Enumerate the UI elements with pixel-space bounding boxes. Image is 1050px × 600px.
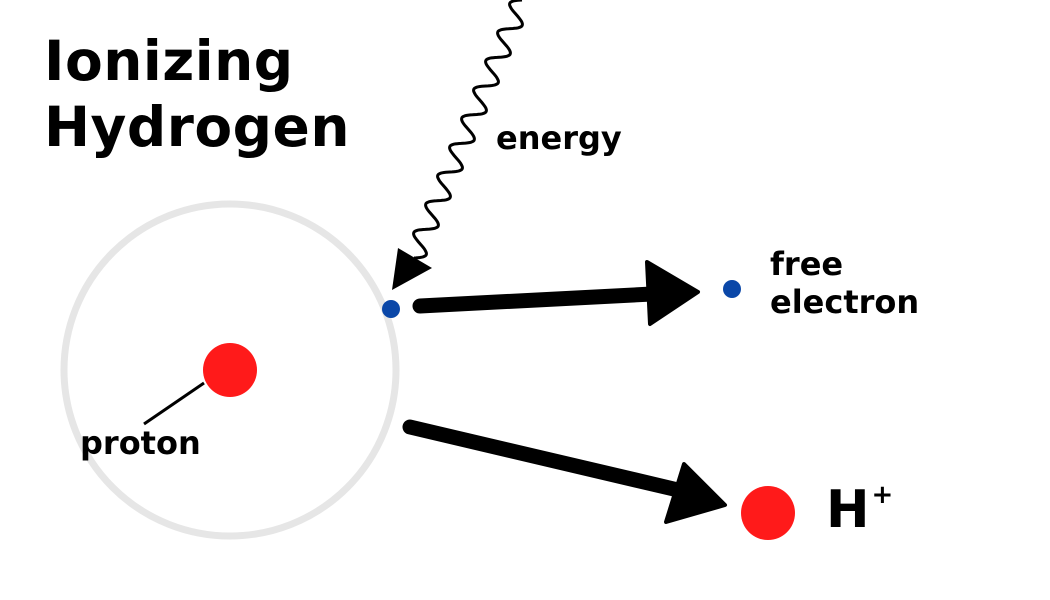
electron-orbit	[60, 200, 400, 540]
electron-arrow	[412, 286, 660, 314]
energy-label: energy	[496, 119, 622, 157]
ion-symbol: H	[826, 480, 870, 540]
ion-arrow	[402, 419, 686, 498]
ion-arrowhead	[664, 462, 727, 524]
electron-arrowhead	[645, 260, 700, 326]
proton-label: proton	[80, 424, 201, 462]
title-line-1: Ionizing	[44, 29, 294, 93]
free-electron-label-line-2: electron	[770, 283, 920, 321]
energy-arrowhead	[392, 248, 432, 290]
proton-label-leader	[143, 381, 205, 426]
title-line-2: Hydrogen	[44, 95, 350, 159]
ion-charge: +	[871, 480, 894, 510]
free-electron-label-line-1: free	[770, 245, 844, 283]
proton	[203, 343, 257, 397]
energy-photon-wave	[412, 0, 524, 260]
free-electron	[723, 280, 741, 298]
bound-electron	[382, 300, 400, 318]
hydrogen-ion-label: H+	[826, 482, 893, 536]
hydrogen-ion	[741, 486, 795, 540]
